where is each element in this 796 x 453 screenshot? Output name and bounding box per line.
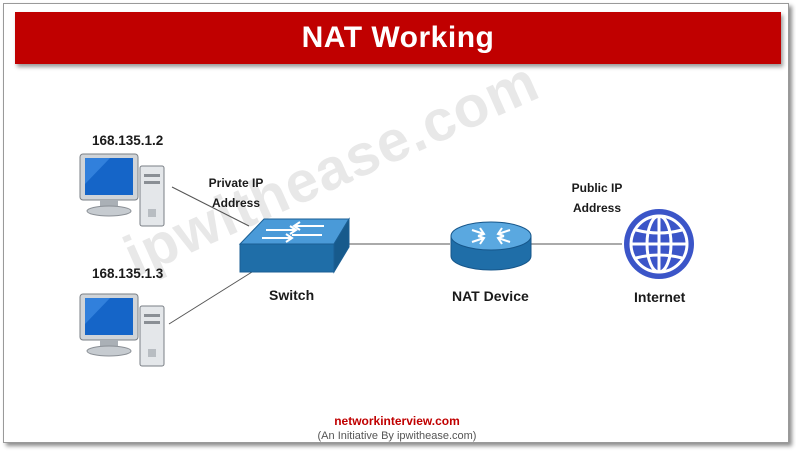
switch-label: Switch: [269, 287, 315, 303]
footer-site: networkinterview.com: [334, 414, 460, 428]
globe-icon: [624, 209, 694, 279]
link-host2-switch: [168, 271, 253, 325]
slide: NAT Working ipwithease.com: [3, 3, 789, 443]
host2-ip-label: 168.135.1.3: [92, 266, 164, 281]
link-host1-switch: [171, 186, 250, 227]
page-title: NAT Working: [301, 21, 495, 54]
network-diagram: [79, 153, 694, 367]
internet-label: Internet: [634, 289, 686, 305]
nat-device-label: NAT Device: [452, 288, 529, 304]
host1-ip-label: 168.135.1.2: [92, 133, 164, 148]
private-ip-label: Private IP Address: [208, 176, 264, 210]
computer-icon-host2: [79, 293, 165, 367]
switch-icon: [238, 217, 350, 274]
router-icon: [450, 221, 532, 271]
public-ip-label: Public IP Address: [571, 181, 623, 215]
title-banner: NAT Working: [15, 12, 781, 64]
footer-note: (An Initiative By ipwithease.com): [317, 430, 477, 442]
computer-icon-host1: [79, 153, 165, 227]
